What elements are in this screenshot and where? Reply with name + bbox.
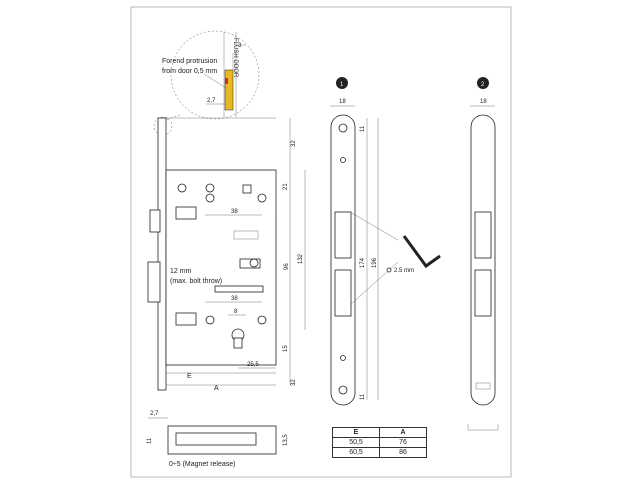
latch-bolt [175, 206, 197, 220]
forend-brass-section [224, 69, 234, 111]
face-section-icon [467, 424, 499, 431]
forend-face-view-2: 2 18 [467, 77, 499, 431]
dim-32-top: 32 [291, 140, 297, 147]
dim-18-face: 18 [480, 99, 487, 105]
table-header-e: E [332, 427, 380, 438]
table-cell: 76 [379, 437, 427, 448]
page-frame [130, 6, 512, 478]
bolt-throw-line2: (max. bolt throw) [170, 278, 222, 285]
flush-door-label: FLUSH DOOR [232, 38, 238, 78]
dim-13-5: 13,5 [283, 434, 289, 446]
table-header-a: A [379, 427, 427, 438]
flush-door-detail: FLUSH DOOR 3 2,7 Forend protrusion from … [162, 30, 260, 121]
dim-11-bottom: 11 [360, 393, 366, 400]
view-2-marker [477, 77, 489, 89]
forend-red-mark [225, 78, 228, 84]
table-cell: 60,5 [332, 447, 380, 458]
section-bolt [175, 432, 257, 446]
view-2-label: 2 [481, 82, 485, 88]
table-cell: 50,5 [332, 437, 380, 448]
dim-38-mid: 38 [231, 296, 238, 302]
cylinder-slot [233, 337, 243, 349]
table-row: 50,5 76 [332, 437, 427, 448]
forend-detail-marker [153, 116, 173, 136]
follower-hole [257, 193, 267, 203]
dim-2-7-bottom: 2,7 [150, 411, 159, 417]
dim-A: A [214, 385, 219, 392]
dim-11-side: 11 [147, 437, 153, 444]
forend-strip [157, 117, 167, 391]
e-a-dimension-table: E A 50,5 76 60,5 86 [332, 427, 427, 458]
latch-protrusion [149, 209, 161, 233]
dim-8: 8 [234, 309, 238, 315]
square-spindle [242, 184, 252, 194]
dim-38-top: 38 [231, 209, 238, 215]
forend-plate-front [330, 114, 356, 406]
dim-32-bottom: 32 [291, 379, 297, 386]
dim-E: E [187, 373, 192, 380]
screw-hole [205, 183, 215, 193]
face-logo [475, 382, 491, 390]
dim-25-5: 25,5 [247, 362, 259, 368]
detail-circle [170, 30, 260, 120]
dead-bolt-opening [334, 269, 352, 317]
dim-196: 196 [372, 257, 378, 268]
dim-21: 21 [283, 183, 289, 190]
brand-logo [233, 230, 259, 240]
view-1-label: 1 [340, 82, 344, 88]
hex-key-size: 2.5 mm [394, 268, 414, 274]
table-row: 60,5 86 [332, 447, 427, 458]
follower-hole [205, 193, 215, 203]
dim-3: 3 [238, 43, 242, 49]
forend-protrusion-line2: from door 0,5 mm [162, 68, 217, 75]
lower-bolt [175, 312, 197, 326]
lock-body-side-view: 32 21 38 96 132 38 8 15 25,5 E A 32 12 m… [147, 116, 306, 392]
table-cell: 86 [379, 447, 427, 458]
bolt-throw-line1: 12 mm [170, 268, 192, 275]
dead-bolt [147, 261, 161, 303]
dim-96: 96 [284, 263, 290, 270]
latch-opening [334, 211, 352, 259]
forend-protrusion-line1: Forend protrusion [162, 58, 217, 65]
lock-bottom-section-view: 2,7 11 13,5 0÷5 (Magnet release) [147, 411, 289, 468]
forend-front-view-1: 1 18 11 174 196 11 2.5 mm [330, 77, 441, 406]
bar-slot [214, 285, 264, 293]
forend-plate-face [470, 114, 496, 406]
dim-132: 132 [298, 253, 304, 264]
dim-15-right: 15 [283, 345, 289, 352]
view-1-marker [336, 77, 348, 89]
dim-18-front: 18 [339, 99, 346, 105]
hex-key-icon [402, 235, 441, 269]
dim-2-7-top: 2,7 [207, 98, 216, 104]
dim-11-top: 11 [360, 125, 366, 132]
magnet-release-label: 0÷5 (Magnet release) [169, 461, 236, 468]
dim-174: 174 [360, 257, 366, 268]
screw-hole [177, 183, 187, 193]
